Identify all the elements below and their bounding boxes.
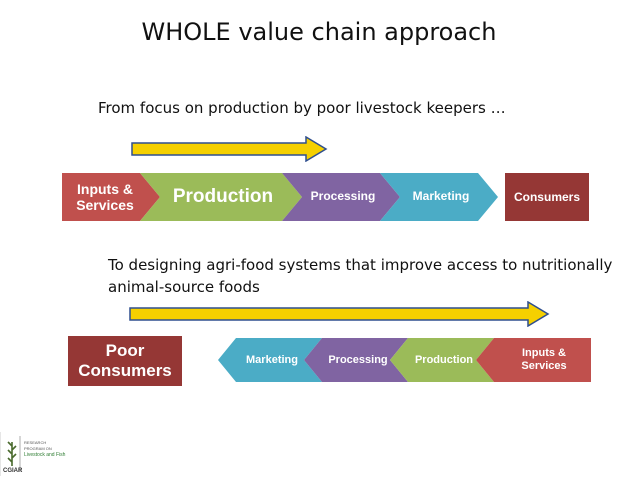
chain-step-production-b: Production (414, 353, 474, 366)
bottom-direction-arrow (129, 301, 550, 327)
chain-step-production-shape (140, 173, 302, 221)
logo-org: CGIAR (3, 468, 23, 474)
chain-step-processing: Processing (310, 189, 376, 204)
chain-step-production-shape-b (390, 338, 494, 382)
chain-step-processing-b: Processing (328, 353, 388, 366)
chain-step-inputs-shape-b (476, 338, 591, 382)
chain-step-processing-shape (282, 173, 400, 221)
bottom-caption-line2: animal-source foods (108, 278, 260, 296)
logo-program-line3: Livestock and Fish (24, 452, 66, 458)
bottom-caption-line1: To designing agri-food systems that impr… (108, 256, 613, 274)
cgiar-logo: CGIAR RESEARCH PROGRAM ON Livestock and … (0, 432, 78, 476)
slide-title: WHOLE value chain approach (141, 18, 497, 46)
chain-step-processing-shape-b (304, 338, 408, 382)
top-caption: From focus on production by poor livesto… (98, 99, 506, 117)
consumers-box: Consumers (505, 173, 589, 221)
chain-step-production: Production (172, 186, 274, 208)
chain-step-marketing-b: Marketing (246, 353, 298, 366)
chain-step-inputs-services: Inputs & Services (76, 180, 134, 213)
chain-step-marketing-shape-b (218, 338, 322, 382)
top-value-chain: Inputs & Services Production Processing … (62, 173, 502, 221)
chain-step-marketing-shape (380, 173, 498, 221)
poor-consumers-box: Poor Consumers (68, 336, 182, 386)
logo-program-line1: RESEARCH (24, 440, 47, 445)
chain-step-inputs-shape (62, 173, 160, 221)
wheat-icon (0, 432, 21, 476)
bottom-value-chain: Marketing Processing Production Inputs &… (218, 338, 591, 382)
chain-step-marketing: Marketing (412, 189, 470, 204)
chain-step-inputs-services-b: Inputs & Services (521, 347, 567, 372)
logo-program-line2: PROGRAM ON (24, 446, 52, 451)
top-direction-arrow (131, 136, 328, 162)
